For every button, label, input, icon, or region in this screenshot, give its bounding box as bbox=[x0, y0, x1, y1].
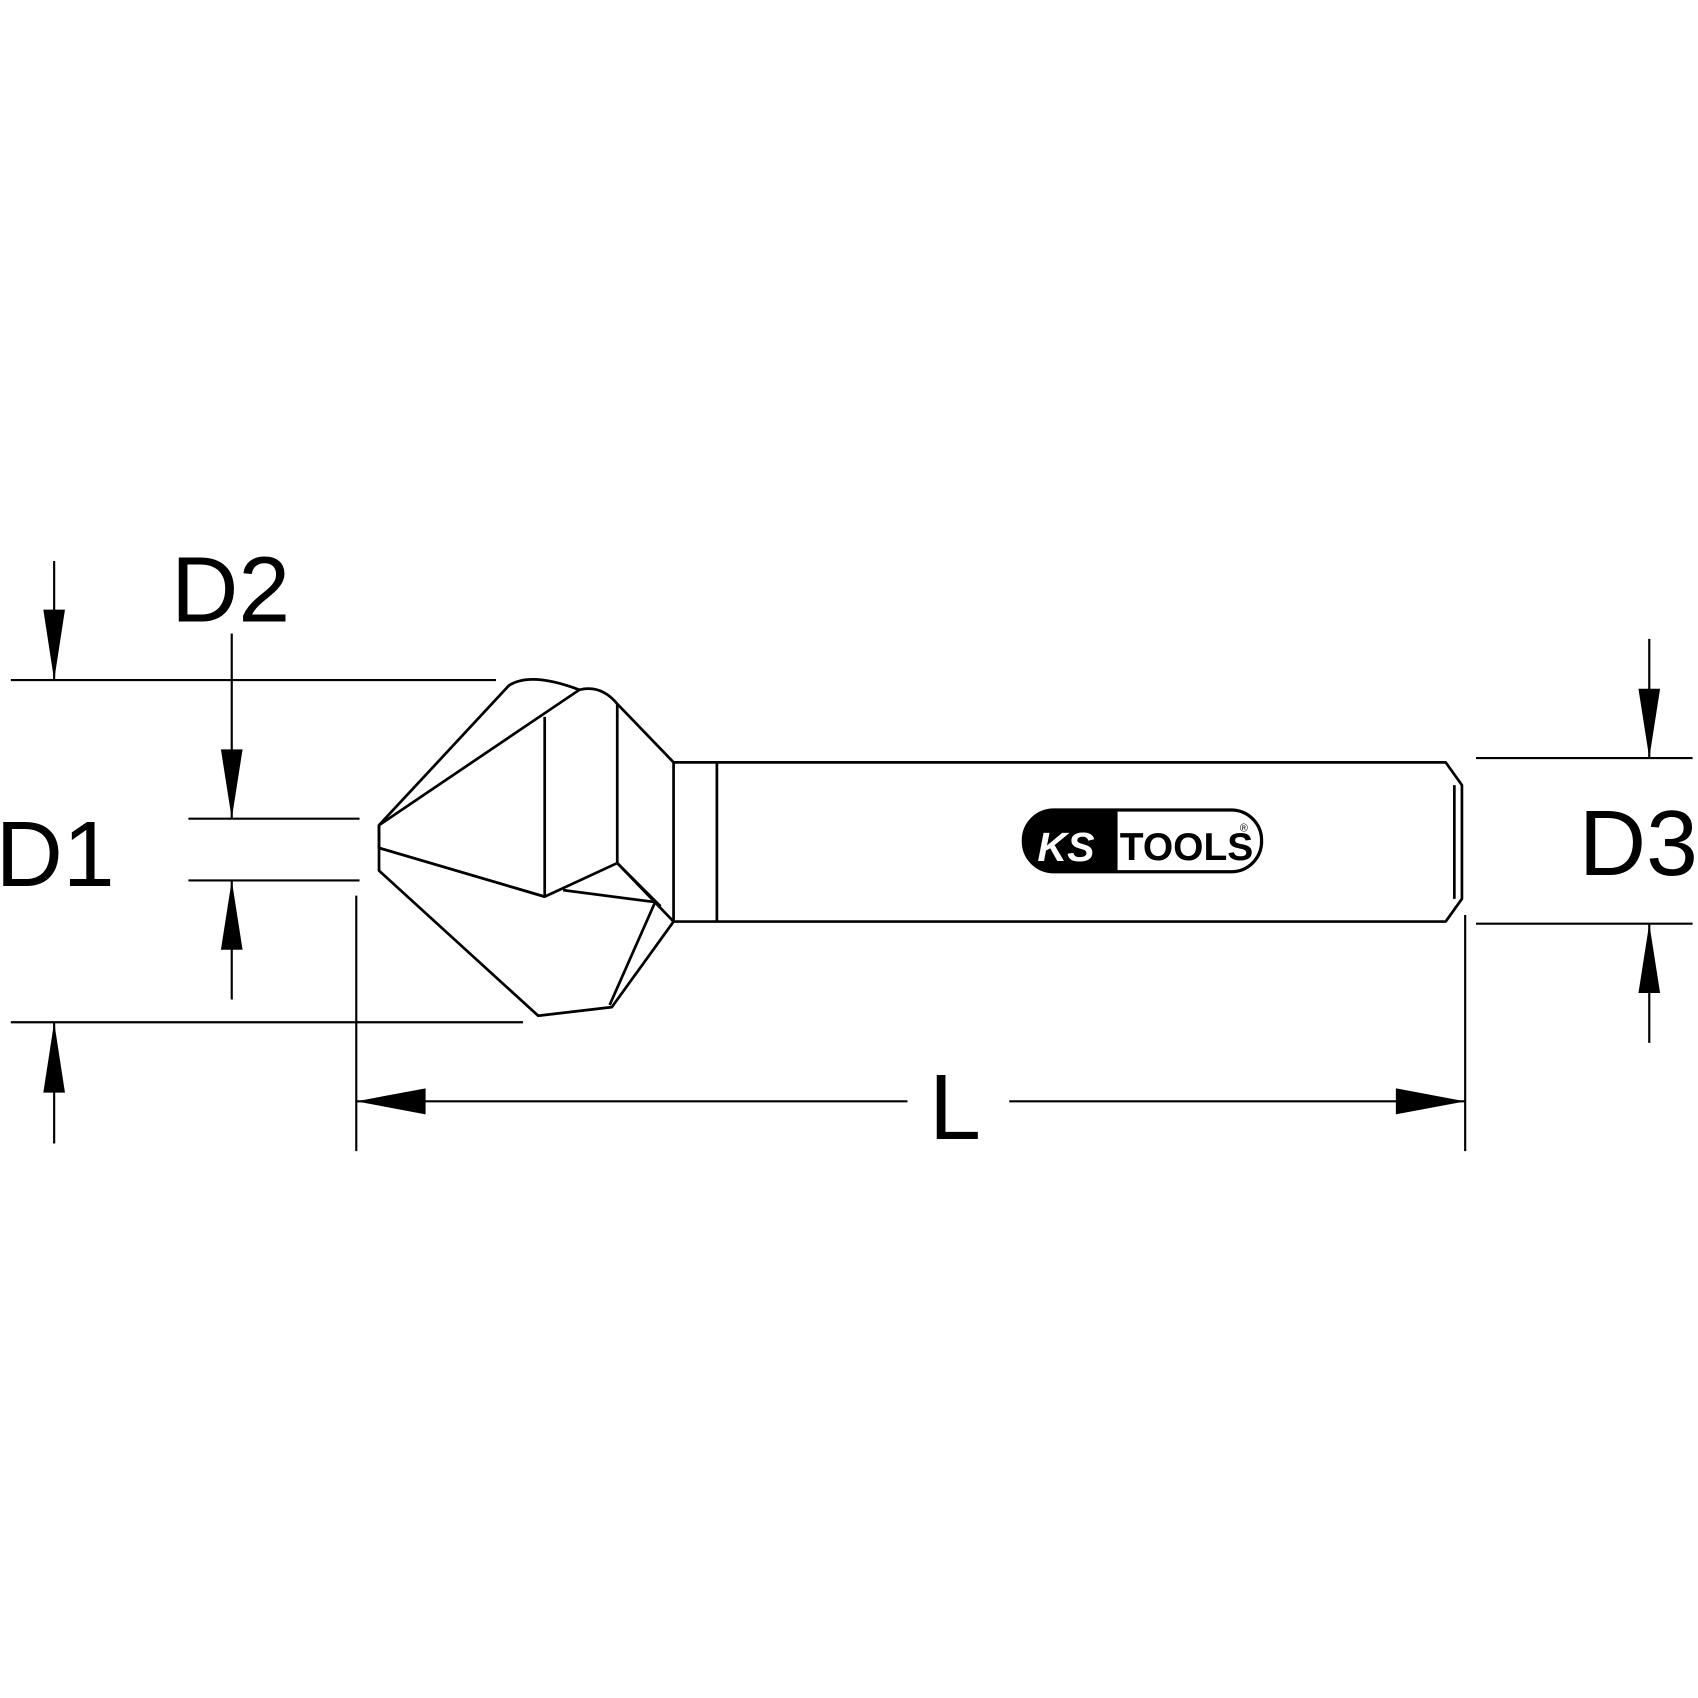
label-d1: D1 bbox=[0, 802, 115, 906]
shank bbox=[673, 761, 1464, 923]
logo-ks: KS bbox=[1037, 824, 1095, 870]
countersink-outline bbox=[377, 678, 675, 1018]
label-d3: D3 bbox=[1579, 791, 1698, 895]
logo-registered: ® bbox=[1240, 823, 1248, 835]
dimension-lines bbox=[10, 560, 1693, 1152]
label-d2: D2 bbox=[171, 538, 290, 642]
ks-tools-logo: KS TOOLS ® bbox=[1021, 808, 1264, 874]
logo-tools: TOOLS bbox=[1120, 826, 1254, 869]
label-length: L bbox=[929, 1055, 981, 1159]
